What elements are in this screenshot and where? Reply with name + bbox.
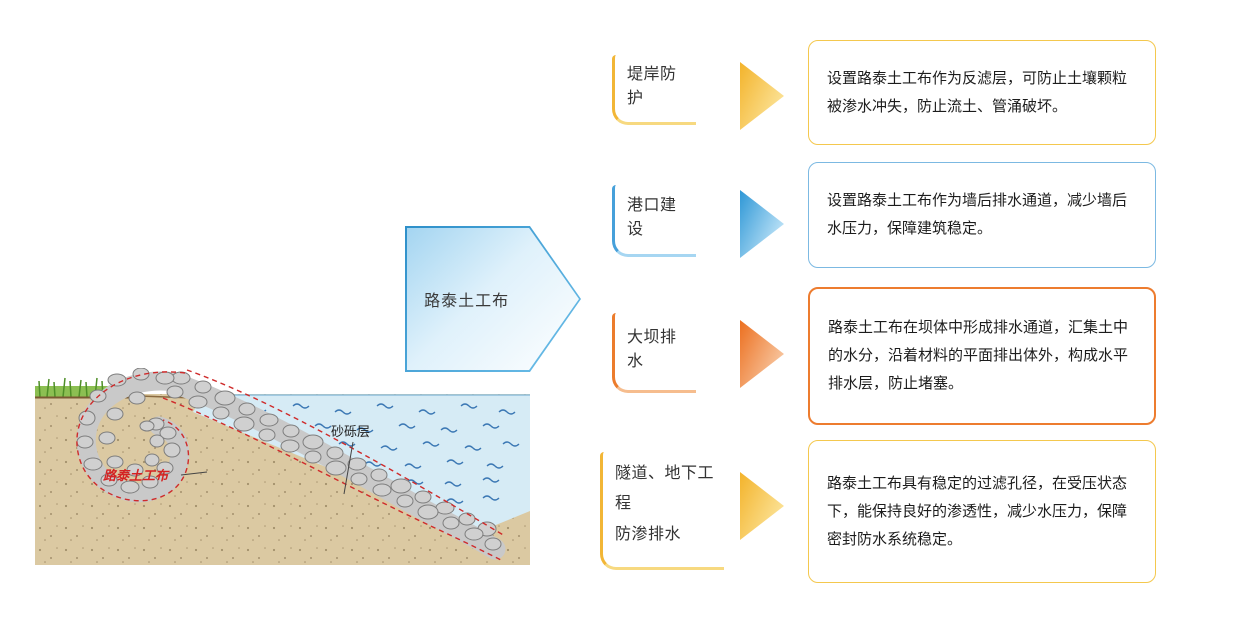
description-card-tunnel: 路泰土工布具有稳定的过滤孔径，在受压状态下，能保持良好的渗透性，减少水压力，保障…	[808, 440, 1156, 583]
category-port-construction: 港口建设	[612, 185, 696, 257]
geotextile-dashed-line	[76, 369, 506, 561]
geotextile-label: 路泰土工布	[103, 468, 170, 483]
gravel-layer-label: 砂砾层	[331, 424, 370, 439]
flow-arrow-right-icon	[740, 320, 784, 388]
description-text: 设置路泰土工布作为墙后排水通道，减少墙后水压力，保障建筑稳定。	[827, 192, 1128, 237]
category-tunnel-underground: 隧道、地下工程 防渗排水	[600, 452, 724, 570]
category-embankment-protection: 堤岸防护	[612, 55, 696, 125]
description-text: 路泰土工布在坝体中形成排水通道，汇集土中的水分，沿着材料的平面排出体外，构成水平…	[828, 319, 1129, 392]
flow-arrow-right-icon	[740, 190, 784, 258]
category-label: 港口建设	[627, 196, 677, 238]
flow-arrow-right-icon	[740, 472, 784, 540]
description-card-dam: 路泰土工布在坝体中形成排水通道，汇集土中的水分，沿着材料的平面排出体外，构成水平…	[808, 287, 1156, 425]
flow-arrow-right-icon	[740, 62, 784, 130]
illustration-labels: 砂砾层 路泰土工布	[103, 424, 370, 495]
category-label-line2: 防渗排水	[615, 525, 682, 543]
category-label-line1: 隧道、地下工程	[615, 464, 715, 513]
riverbank-illustration: 砂砾层 路泰土工布	[35, 368, 530, 565]
pebbles-group	[76, 368, 502, 551]
center-label: 路泰土工布	[424, 293, 510, 310]
description-text: 设置路泰土工布作为反滤层，可防止土壤颗粒被渗水冲失，防止流土、管涌破坏。	[827, 69, 1128, 115]
center-pentagon: 路泰土工布	[405, 226, 581, 372]
category-label: 堤岸防护	[627, 65, 677, 107]
gravel-band	[76, 368, 506, 560]
wave-marks-group	[249, 403, 520, 504]
center-pentagon-fill: 路泰土工布	[407, 228, 579, 370]
category-dam-drainage: 大坝排水	[612, 313, 696, 393]
description-text: 路泰土工布具有稳定的过滤孔径，在受压状态下，能保持良好的渗透性，减少水压力，保障…	[827, 474, 1128, 548]
description-card-port: 设置路泰土工布作为墙后排水通道，减少墙后水压力，保障建筑稳定。	[808, 162, 1156, 268]
category-label: 大坝排水	[627, 328, 677, 370]
description-card-embankment: 设置路泰土工布作为反滤层，可防止土壤颗粒被渗水冲失，防止流土、管涌破坏。	[808, 40, 1156, 145]
